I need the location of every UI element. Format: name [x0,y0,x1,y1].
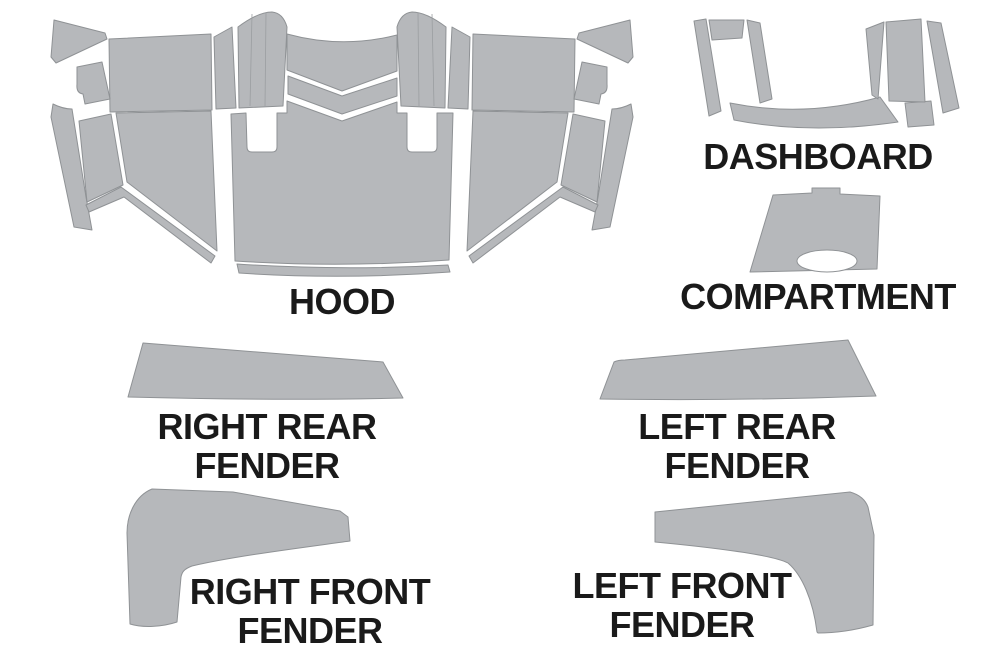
hood-left-column [213,11,288,110]
right-front-fender-shape [126,488,351,627]
hood-main-panel [230,100,454,265]
hood-bottom-strip [236,263,451,277]
hood-label: HOOD [289,281,396,322]
dashboard-group [693,18,960,129]
hood-left-wing [50,19,218,264]
right-rear-fender-label: RIGHT REAR FENDER [157,406,378,486]
dashboard-right-inner-strip [865,21,885,100]
hood-wing-notched-piece [76,61,111,105]
dashboard-top-tab [708,19,745,41]
hood-wing-mid-piece [78,113,124,203]
dashboard-bottom-band [729,96,899,129]
dashboard-band-end-piece [904,100,935,128]
dashboard-left-inner-strip [746,19,773,104]
right-front-fender-label: RIGHT FRONT FENDER [189,571,431,651]
compartment-label: COMPARTMENT [680,276,956,317]
hood-wing-top-piece [50,19,108,64]
hood-column-fold-line [249,13,253,107]
hood-cowl-band [286,33,398,92]
left-rear-fender-label: LEFT REAR FENDER [638,406,836,486]
hood-chevron-band [287,75,398,115]
dashboard-label: DASHBOARD [703,136,933,177]
hood-column-fold-line [264,12,267,107]
compartment-group [749,187,881,273]
hood-wing-outer-strip [50,103,93,231]
hood-right-column [396,11,471,110]
dashboard-left-outer-strip [693,18,722,117]
left-front-fender-label: LEFT FRONT FENDER [572,565,792,645]
dashboard-right-middle-strip [885,18,926,103]
compartment-panel [749,187,881,273]
hood-group [50,11,634,277]
dashboard-right-outer-strip [926,20,960,114]
hood-column-panel [237,11,288,109]
hood-wing-upper-panel [108,33,213,113]
hood-wing-lower-panel [115,110,218,252]
right-rear-fender-shape [127,342,404,400]
hood-right-wing [466,19,634,264]
hood-wing-bent-strip [85,186,216,264]
left-front-fender-shape [654,491,875,634]
compartment-oval-cutout [796,249,858,273]
left-rear-fender-shape [599,339,877,401]
hood-column-strip [213,26,237,110]
